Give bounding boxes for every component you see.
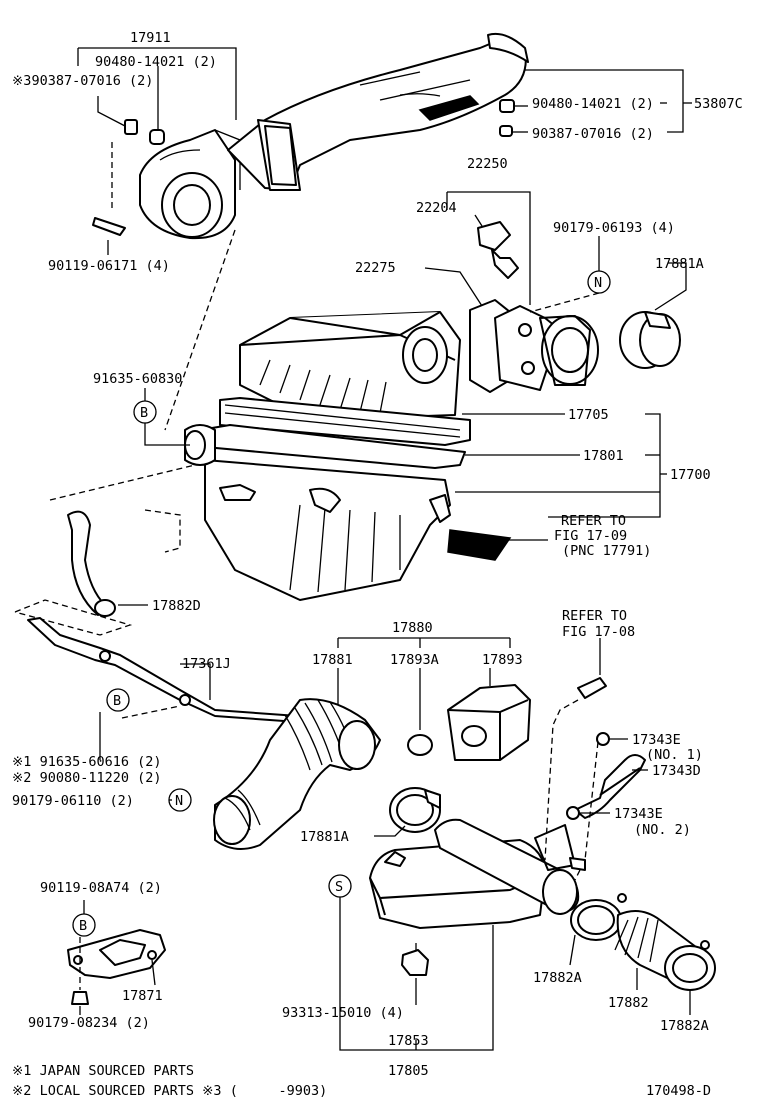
label-93313-15010: 93313-15010 (4): [282, 1005, 404, 1021]
label-17893a: 17893A: [390, 652, 439, 668]
bracket-17871: [67, 900, 166, 1015]
label-17881a-mid: 17881A: [300, 829, 349, 845]
vacuum-hose-group: [544, 638, 648, 881]
label-90080-11220: ※2 90080-11220 (2): [12, 770, 161, 786]
marker-s: S: [335, 879, 343, 895]
marker-b-1: B: [140, 405, 148, 421]
label-90179-06110: 90179-06110 (2): [12, 793, 134, 809]
airflow-meter-group: [424, 191, 687, 393]
label-17882: 17882: [608, 995, 649, 1011]
label-22275: 22275: [355, 260, 396, 276]
label-91635-60616: ※1 91635-60616 (2): [12, 754, 161, 770]
marker-n-1: N: [594, 275, 602, 291]
hose-17882-group: [569, 893, 716, 1015]
label-390387: ※390387-07016 (2): [12, 73, 153, 89]
air-cleaner-group: [49, 311, 667, 601]
refer1-line1: REFER TO: [561, 513, 626, 529]
label-90179-08234: 90179-08234 (2): [28, 1015, 150, 1031]
label-17871: 17871: [122, 988, 163, 1004]
label-17700: 17700: [670, 467, 711, 483]
label-90480-14021-a: 90480-14021 (2): [95, 54, 217, 70]
label-17805: 17805: [388, 1063, 429, 1079]
label-17881a-top: 17881A: [655, 256, 704, 272]
label-17361j: 17361J: [182, 656, 231, 672]
label-91635-60830: 91635-60830: [93, 371, 182, 387]
refer2-line1: REFER TO: [562, 608, 627, 624]
label-22250: 22250: [467, 156, 508, 172]
refer1-line2: FIG 17-09: [554, 528, 627, 544]
refer1-line3: (PNC 17791): [562, 543, 651, 559]
marker-n-2: N: [175, 793, 183, 809]
label-17882a-right: 17882A: [660, 1018, 709, 1034]
label-90119-06171: 90119-06171 (4): [48, 258, 170, 274]
label-90387-07016: 90387-07016 (2): [532, 126, 654, 142]
label-17705: 17705: [568, 407, 609, 423]
labels: 17911 90480-14021 (2) ※390387-07016 (2) …: [12, 30, 743, 1099]
refer2-line2: FIG 17-08: [562, 624, 635, 640]
label-17343d: 17343D: [652, 763, 701, 779]
label-17343e-2: 17343E: [614, 806, 663, 822]
label-17853: 17853: [388, 1033, 429, 1049]
label-53807c: 53807C: [694, 96, 743, 112]
label-22204: 22204: [416, 200, 457, 216]
resonator-17805-group: [328, 818, 586, 1051]
label-17882a-left: 17882A: [533, 970, 582, 986]
label-90480-14021-b: 90480-14021 (2): [532, 96, 654, 112]
hose-17880-group: [213, 637, 531, 850]
marker-b-2: B: [113, 693, 121, 709]
figure-id: 170498-D: [646, 1083, 711, 1099]
label-17343e-1-no: (NO. 1): [646, 747, 703, 763]
label-17881: 17881: [312, 652, 353, 668]
label-17343e-2-no: (NO. 2): [634, 822, 691, 838]
hose-17882d: [14, 510, 148, 636]
label-90179-06193: 90179-06193 (4): [553, 220, 675, 236]
marker-b-3: B: [79, 918, 87, 934]
label-17882d: 17882D: [152, 598, 201, 614]
label-17911: 17911: [130, 30, 171, 46]
footnote-local: ※2 LOCAL SOURCED PARTS ※3 ( -9903): [12, 1083, 327, 1099]
duct-group: [77, 32, 692, 431]
label-17893: 17893: [482, 652, 523, 668]
label-17801: 17801: [583, 448, 624, 464]
label-17343e-1: 17343E: [632, 732, 681, 748]
label-17880: 17880: [392, 620, 433, 636]
footnote-japan: ※1 JAPAN SOURCED PARTS: [12, 1063, 194, 1079]
label-90119-08a74: 90119-08A74 (2): [40, 880, 162, 896]
